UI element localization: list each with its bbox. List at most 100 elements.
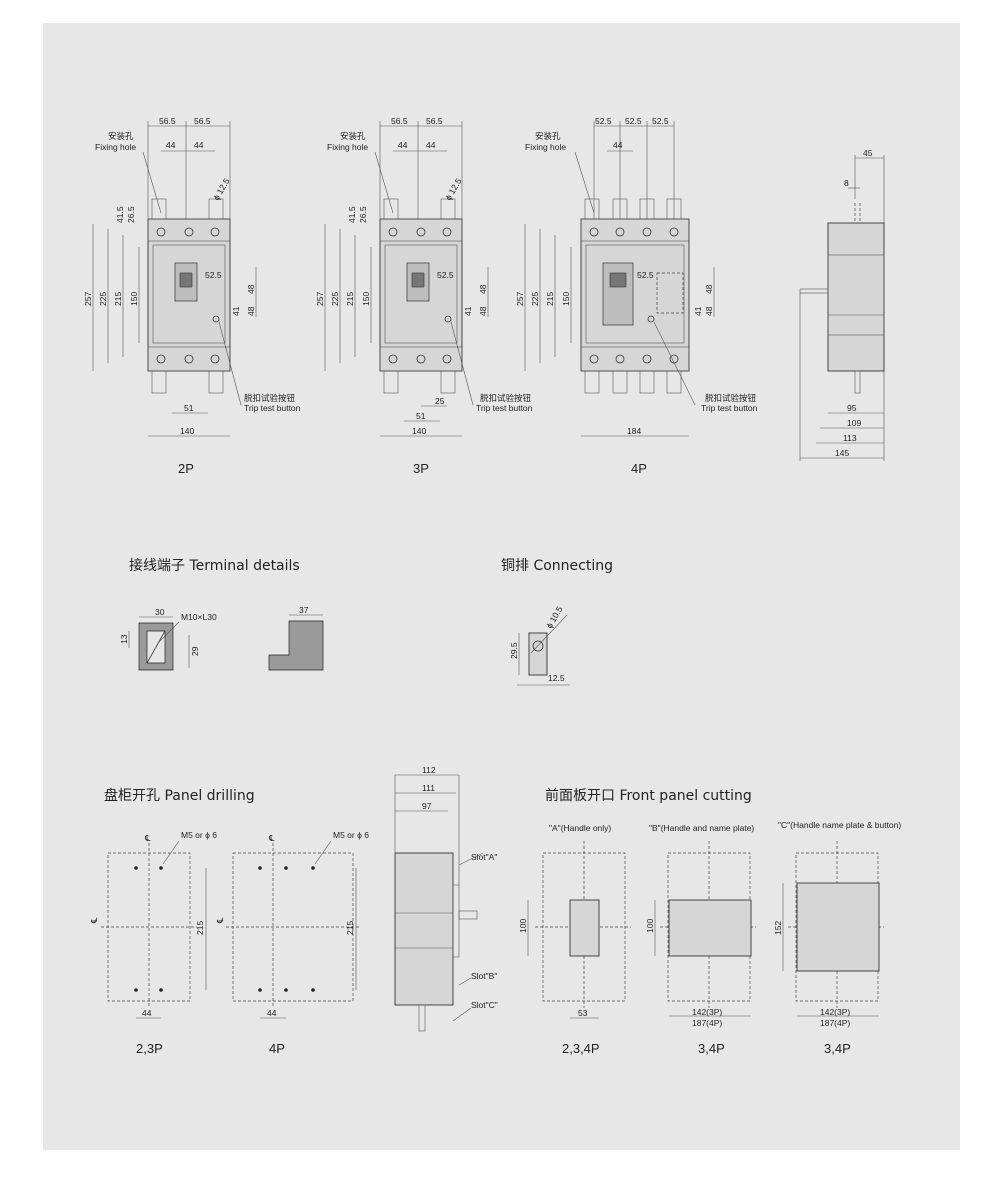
terminal-details: 接线端子 Terminal details 30 M10×L30 13 29 3… [119, 557, 324, 671]
dim-drill-215a: 215 [195, 921, 205, 935]
dim-side-145: 145 [835, 448, 849, 458]
caption-cut-c: "C"(Handle name plate & button) [778, 820, 901, 830]
dim-4p-pitch2: 52.5 [625, 116, 642, 126]
dim-drill-44a: 44 [142, 1008, 152, 1018]
cut-a-opening [569, 899, 600, 957]
label-slot-b: Slot"B" [471, 971, 497, 981]
caption-cut-b: "B"(Handle and name plate) [649, 823, 754, 833]
dim-2p-h215: 215 [113, 292, 123, 306]
front-cutting-title: 前面板开口 Front panel cutting [545, 787, 752, 804]
terminal-screw-icon [210, 227, 220, 237]
dim-2p-hole2: 44 [194, 140, 204, 150]
dim-4p-h215: 215 [545, 292, 555, 306]
dim-2p-v48b: 48 [246, 306, 256, 316]
label-3p-trip-cn: 脱扣试验按钮 [480, 393, 532, 403]
dim-2p-h150: 150 [129, 292, 139, 306]
label-slot-a: Slot"A" [471, 852, 497, 862]
dim-2p-v41: 41 [231, 306, 241, 316]
dim-2p-d125: ϕ 12.5 [211, 176, 232, 202]
dim-4p-h150: 150 [561, 292, 571, 306]
dim-side-95: 95 [847, 403, 857, 413]
side-slots-view: 112 111 97 Slot"A" Slot"B" Slot"C" [394, 765, 498, 1032]
dim-connecting-295: 29.5 [509, 642, 519, 659]
dim-4p-width: 184 [627, 426, 641, 436]
trip-test-button-icon [212, 315, 220, 323]
dim-4p-h225: 225 [530, 292, 540, 306]
connecting-details: 铜排 Connecting ϕ 10.5 29.5 12.5 [501, 558, 613, 686]
dim-4p-v52-5: 52.5 [637, 270, 654, 280]
breaker-side-view: 45 8 95 109 113 145 [799, 148, 885, 461]
dim-2p-pitch2: 56.5 [194, 116, 211, 126]
dim-3p-h41-5: 41.5 [347, 206, 357, 223]
centerline-mark: ℄ [144, 833, 151, 843]
panel-drilling-title: 盘柜开孔 Panel drilling [104, 787, 255, 804]
dim-2p-h41-5: 41.5 [115, 206, 125, 223]
dim-slot-112: 112 [422, 765, 436, 775]
label-2p-trip-en: Trip test button [244, 403, 301, 413]
terminal-screw-icon [184, 227, 194, 237]
dim-3p-v52-5: 52.5 [437, 270, 454, 280]
caption-4p: 4P [631, 461, 647, 476]
label-4p-fixing-cn: 安装孔 [535, 131, 561, 141]
trip-test-button-icon [647, 315, 655, 323]
dim-2p-b51: 51 [184, 403, 194, 413]
dim-3p-h225: 225 [330, 292, 340, 306]
dim-4p-pitch1: 52.5 [595, 116, 612, 126]
caption-3p: 3P [413, 461, 429, 476]
caption-cut-a-label: 2,3,4P [562, 1041, 600, 1056]
centerline-mark: ℄ [89, 917, 99, 924]
fixing-lug [208, 198, 224, 220]
dim-drill-44b: 44 [267, 1008, 277, 1018]
terminal-screw-icon [156, 354, 166, 364]
breaker-2p-top-terminals [147, 218, 231, 242]
dim-2p-h257: 257 [83, 292, 93, 306]
dim-4p-hole1: 44 [613, 140, 623, 150]
fixing-lug [208, 370, 224, 394]
dim-2p-width: 140 [180, 426, 194, 436]
centerline-mark: ℄ [215, 917, 225, 924]
label-drill-screw-a: M5 or ϕ 6 [181, 830, 217, 840]
drawing-sheet: 56.5 56.5 44 44 ϕ 12.5 安装孔 Fixing hole 2… [43, 23, 960, 1150]
dim-4p-v41: 41 [693, 306, 703, 316]
centerline-mark: ℄ [268, 833, 275, 843]
dim-cut-c-h: 152 [773, 921, 783, 935]
terminal-screw-icon [156, 227, 166, 237]
cut-c-opening [796, 882, 880, 972]
slot-side-body [394, 852, 454, 1006]
dim-terminal-30: 30 [155, 607, 165, 617]
dim-3p-h150: 150 [361, 292, 371, 306]
caption-cut-b-label: 3,4P [698, 1041, 725, 1056]
caption-2p: 2P [178, 461, 194, 476]
dim-3p-b51: 51 [416, 411, 426, 421]
label-drill-screw-b: M5 or ϕ 6 [333, 830, 369, 840]
dim-3p-width: 140 [412, 426, 426, 436]
side-body [827, 222, 885, 372]
label-2p-fixing-en: Fixing hole [95, 142, 136, 152]
dim-3p-v48a: 48 [478, 284, 488, 294]
terminal-l-shape [268, 620, 324, 671]
breaker-2p-handle-grip [179, 272, 193, 288]
caption-cut-c-label: 3,4P [824, 1041, 851, 1056]
dim-2p-v48a: 48 [246, 284, 256, 294]
dim-terminal-29: 29 [190, 646, 200, 656]
caption-drill-2-3p: 2,3P [136, 1041, 163, 1056]
label-4p-trip-en: Trip test button [701, 403, 758, 413]
breaker-4p-handle [602, 262, 634, 326]
dim-cut-b-w2: 187(4P) [692, 1018, 722, 1028]
dim-3p-pitch1: 56.5 [391, 116, 408, 126]
dim-side-45: 45 [863, 148, 873, 158]
dim-side-113: 113 [843, 433, 857, 443]
dim-2p-pitch1: 56.5 [159, 116, 176, 126]
dim-terminal-13: 13 [119, 634, 129, 644]
dim-2p-h26-5: 26.5 [126, 206, 136, 223]
dim-4p-h257: 257 [515, 292, 525, 306]
terminal-screw-icon [210, 354, 220, 364]
dim-drill-215b: 215 [345, 921, 355, 935]
caption-drill-4p: 4P [269, 1041, 285, 1056]
dim-3p-h26-5: 26.5 [358, 206, 368, 223]
dim-slot-111: 111 [422, 783, 435, 793]
dim-cut-b-h: 100 [645, 919, 655, 933]
dim-3p-h215: 215 [345, 292, 355, 306]
trip-test-button-icon [444, 315, 452, 323]
fixing-lug [151, 370, 167, 394]
